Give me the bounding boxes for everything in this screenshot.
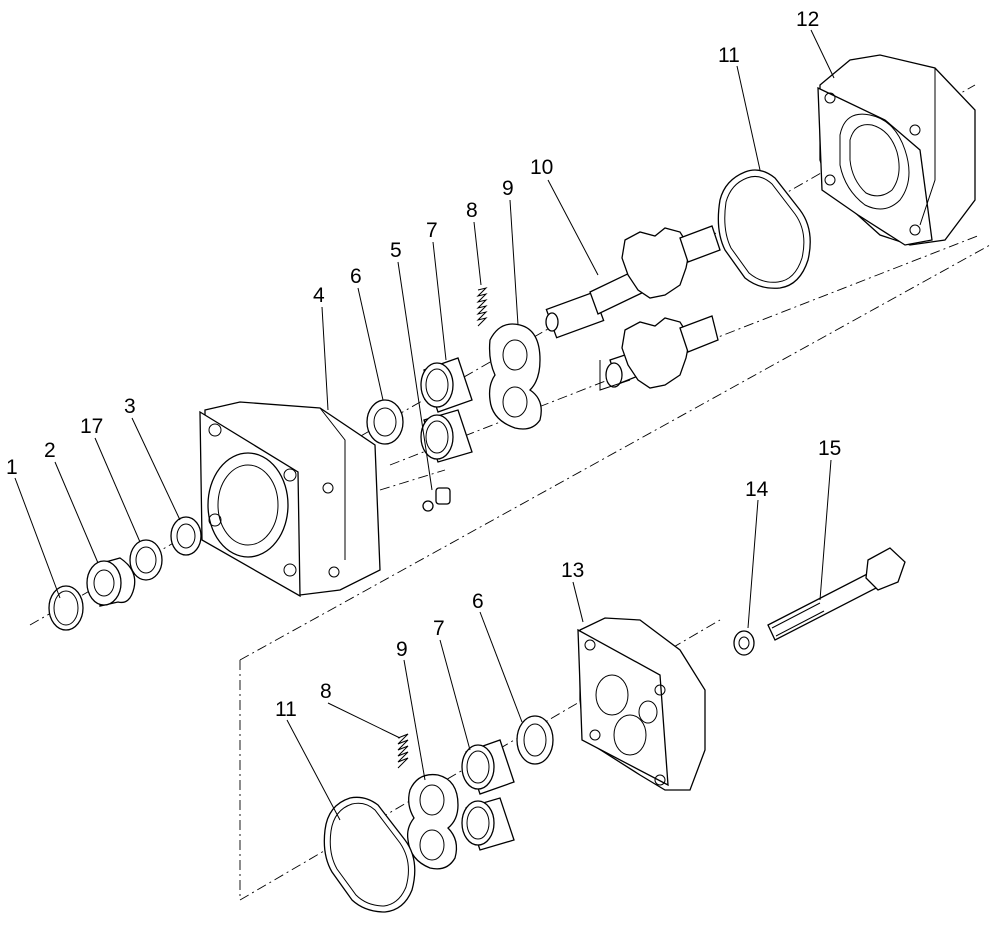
callout-13: 13 bbox=[561, 559, 584, 582]
part-4-flange-housing bbox=[199, 401, 381, 598]
callout-11: 11 bbox=[275, 698, 297, 721]
callout-10: 10 bbox=[530, 156, 553, 179]
callout-12: 12 bbox=[796, 8, 819, 31]
callout-8: 8 bbox=[466, 199, 478, 222]
callout-5: 5 bbox=[390, 239, 402, 262]
callout-17: 17 bbox=[80, 415, 103, 438]
callout-3: 3 bbox=[124, 395, 136, 418]
part-8-spring-top bbox=[476, 287, 488, 327]
callout-14: 14 bbox=[745, 478, 769, 501]
callout-1: 1 bbox=[6, 456, 18, 479]
part-6-thrust-washer-bottom bbox=[516, 715, 554, 765]
part-5-check-valve bbox=[422, 487, 451, 512]
part-11-gasket-bottom bbox=[323, 796, 416, 913]
part-11-gasket-top bbox=[717, 169, 811, 289]
callout-6: 6 bbox=[472, 590, 484, 613]
part-1-retaining-ring bbox=[48, 585, 84, 631]
callout-9: 9 bbox=[396, 638, 408, 661]
part-7-needle-bearings-bottom bbox=[461, 739, 515, 851]
part-3-seal bbox=[170, 516, 202, 556]
part-6-thrust-washer-top bbox=[366, 399, 404, 445]
part-12-gear-housing bbox=[817, 54, 976, 246]
part-13-end-cover bbox=[577, 617, 706, 791]
part-17-seal bbox=[129, 539, 163, 581]
callout-9: 9 bbox=[502, 177, 514, 200]
callout-4: 4 bbox=[313, 284, 325, 307]
callout-2: 2 bbox=[44, 439, 56, 462]
callout-15: 15 bbox=[818, 437, 841, 460]
callout-6: 6 bbox=[350, 265, 362, 288]
part-9-wear-plate-bottom bbox=[406, 773, 459, 870]
leader-lines bbox=[14, 29, 835, 821]
callout-7: 7 bbox=[433, 617, 445, 640]
callout-7: 7 bbox=[426, 219, 438, 242]
callouts: 1 2 17 3 4 6 5 7 8 9 10 11 12 15 14 13 6… bbox=[6, 8, 841, 721]
callout-8: 8 bbox=[320, 680, 332, 703]
part-7-needle-bearings-top bbox=[420, 357, 473, 463]
callout-11: 11 bbox=[718, 44, 740, 67]
part-14-washer bbox=[733, 630, 755, 656]
part-9-wear-plate-top bbox=[488, 323, 542, 430]
part-15-bolt bbox=[767, 547, 906, 641]
part-2-bearing bbox=[86, 557, 136, 607]
part-8-spring-bottom bbox=[397, 733, 409, 769]
part-10-gear-shafts bbox=[545, 225, 721, 391]
